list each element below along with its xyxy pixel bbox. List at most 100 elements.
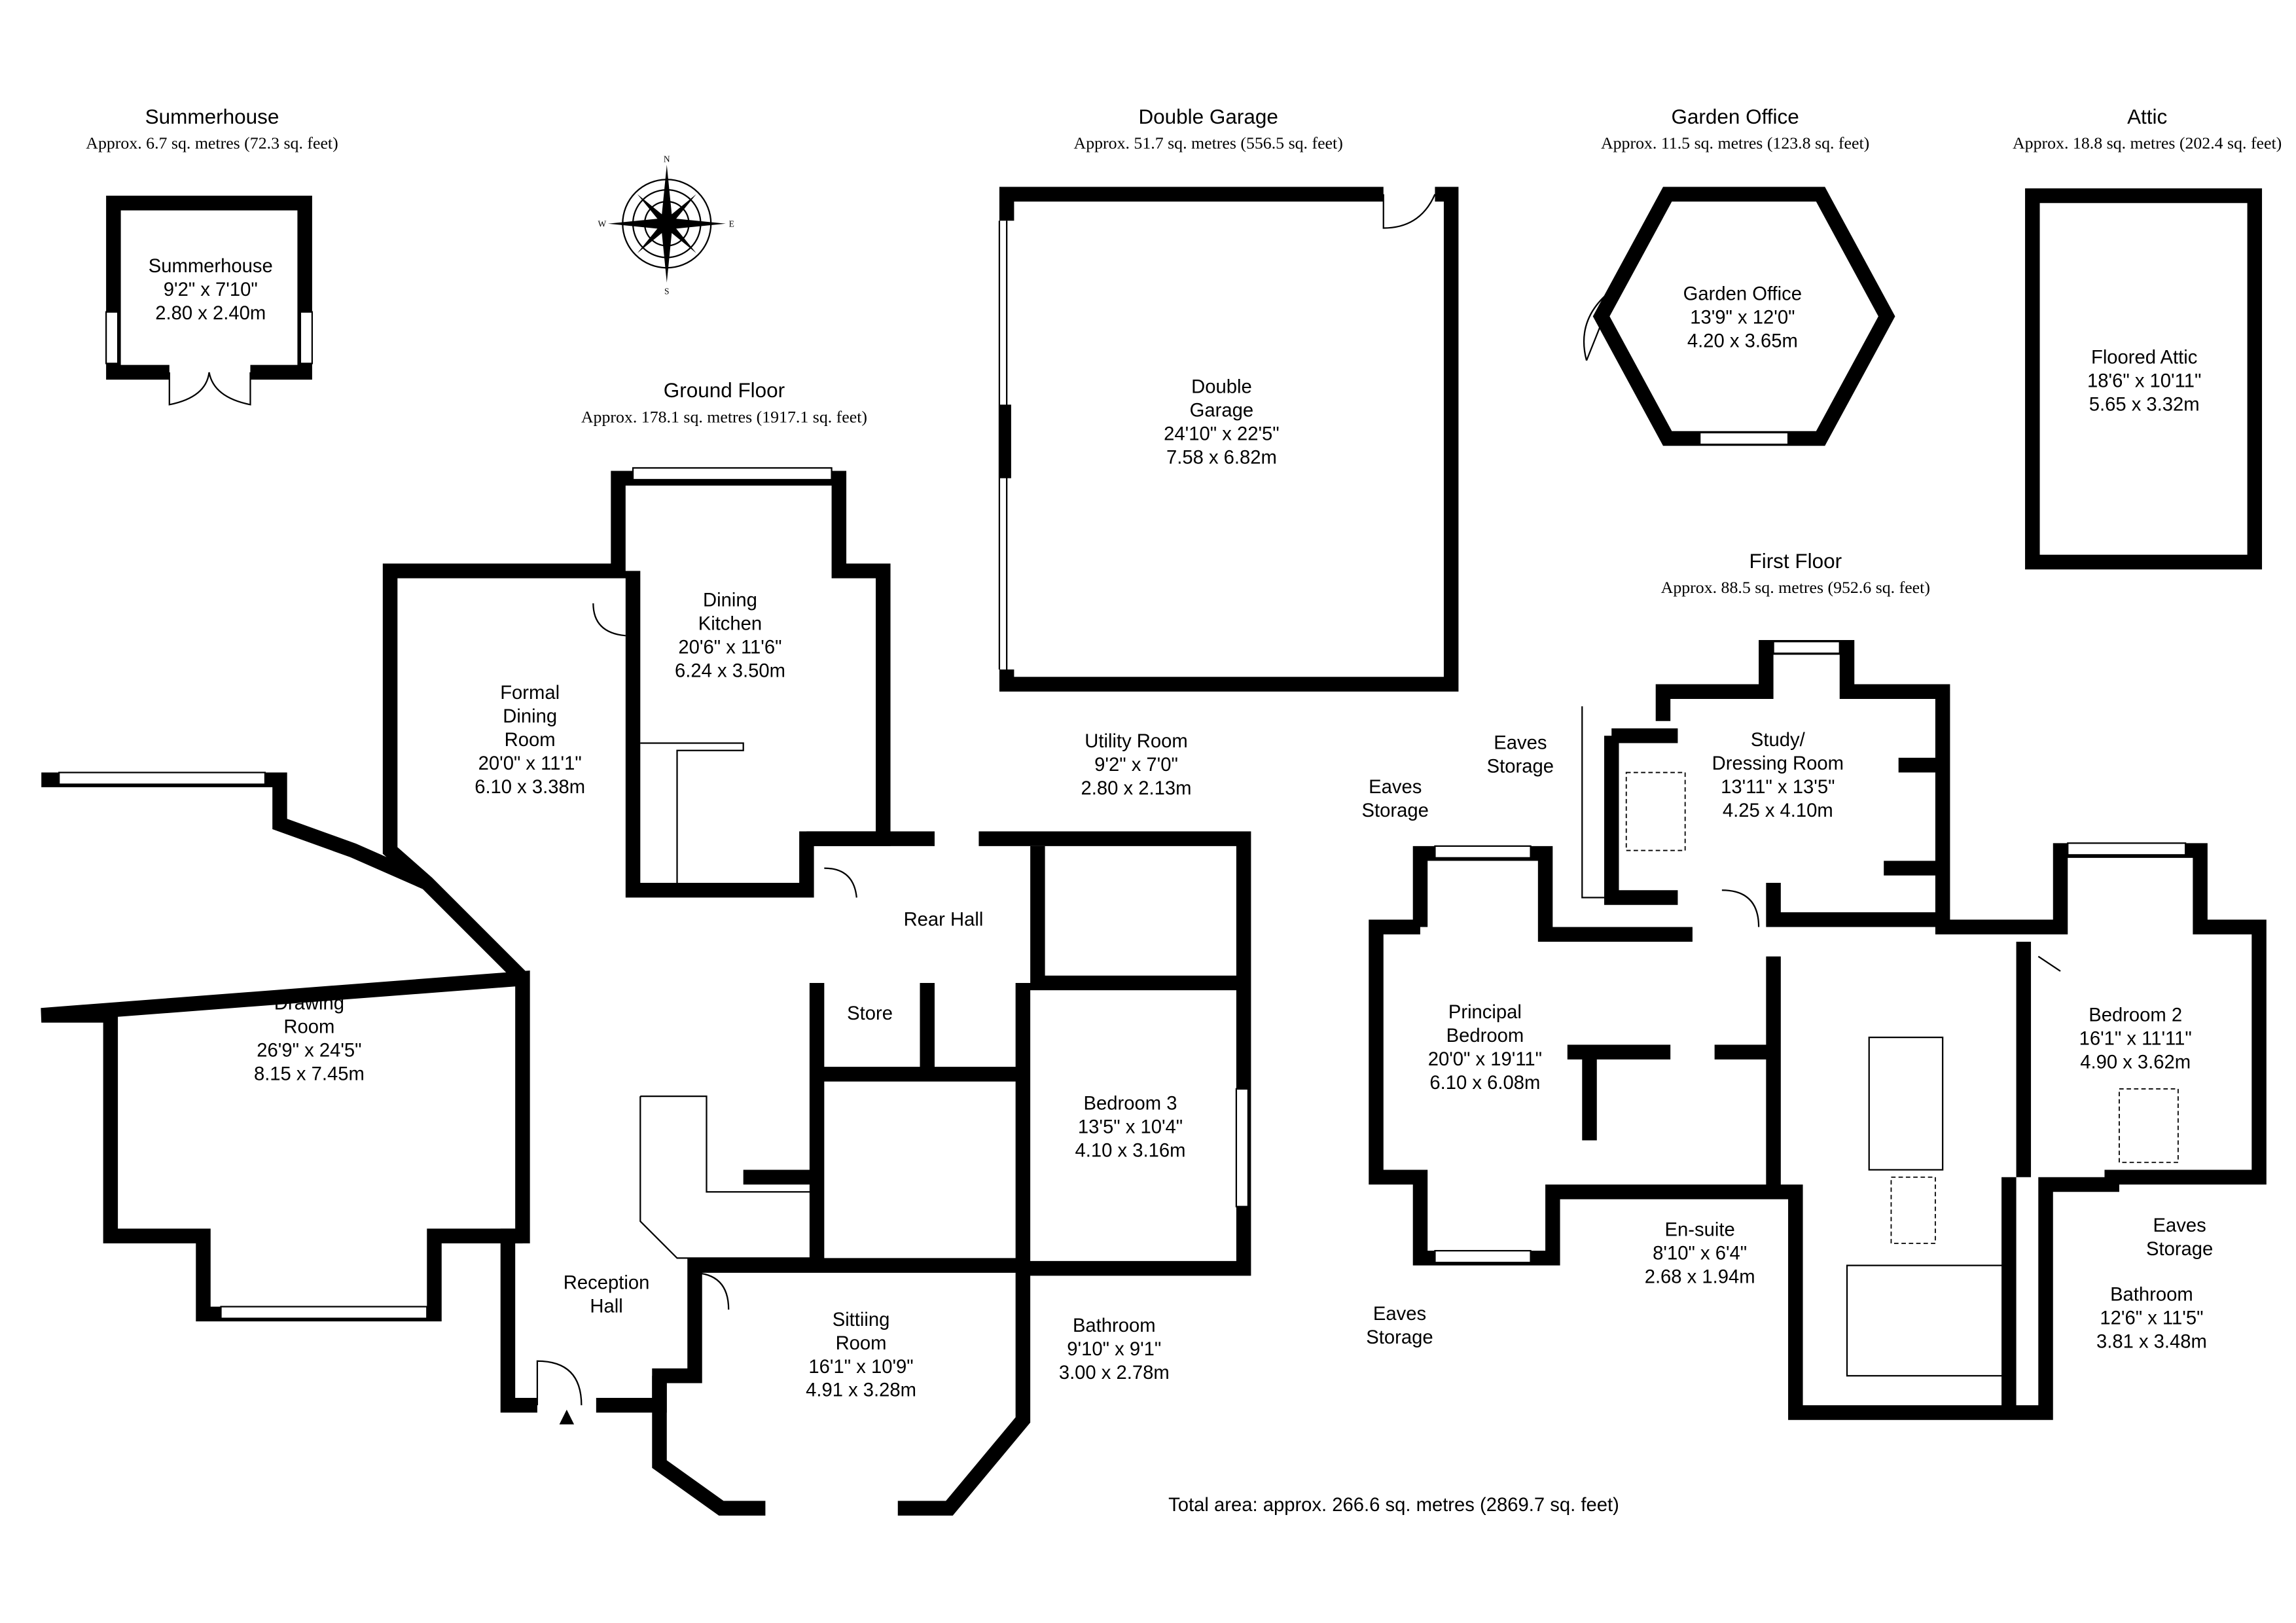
compass-w: W bbox=[598, 219, 606, 228]
room-label-line: 4.90 x 3.62m bbox=[2080, 1052, 2191, 1073]
room-label-line: Eaves bbox=[2153, 1215, 2206, 1236]
compass-e: E bbox=[729, 219, 734, 228]
room-label-rear-hall: Rear Hall bbox=[904, 909, 984, 930]
room-label-line: 6.24 x 3.50m bbox=[675, 660, 785, 681]
room-label-line: Garden Office bbox=[1683, 284, 1802, 305]
room-label-line: 7.58 x 6.82m bbox=[1166, 447, 1277, 468]
room-label-line: Storage bbox=[1487, 756, 1554, 777]
compass-n: N bbox=[664, 154, 670, 164]
room-label-line: 2.80 x 2.40m bbox=[155, 303, 266, 324]
room-label-line: Bedroom 2 bbox=[2089, 1005, 2182, 1026]
room-label-line: Summerhouse bbox=[149, 256, 273, 277]
room-label-line: 4.91 x 3.28m bbox=[806, 1380, 916, 1401]
room-label-line: 16'1" x 11'11" bbox=[2079, 1028, 2192, 1049]
room-label-line: Reception bbox=[564, 1273, 650, 1294]
room-label-line: Storage bbox=[2146, 1239, 2213, 1260]
room-label-line: Study/ bbox=[1751, 730, 1806, 751]
room-label-line: Storage bbox=[1362, 800, 1429, 821]
room-label-line: 12'6" x 11'5" bbox=[2100, 1308, 2203, 1329]
room-label-line: Hall bbox=[590, 1296, 622, 1317]
room-label-line: Bedroom 3 bbox=[1084, 1093, 1177, 1114]
room-label-line: Room bbox=[283, 1016, 334, 1037]
section-title-office: Garden Office bbox=[1671, 105, 1799, 128]
section-title-ground: Ground Floor bbox=[664, 379, 785, 402]
section-area-attic: Approx. 18.8 sq. metres (202.4 sq. feet) bbox=[2013, 134, 2282, 152]
room-label-line: 16'1" x 10'9" bbox=[808, 1357, 913, 1378]
room-label-line: Floored Attic bbox=[2091, 347, 2197, 368]
room-label-line: Bathroom bbox=[1073, 1315, 1156, 1336]
room-label-line: 6.10 x 6.08m bbox=[1429, 1073, 1540, 1094]
room-label-line: Utility Room bbox=[1085, 731, 1187, 752]
room-label-line: 2.80 x 2.13m bbox=[1081, 778, 1192, 799]
room-label-line: Double bbox=[1191, 376, 1252, 397]
room-label-line: 3.81 x 3.48m bbox=[2096, 1332, 2207, 1353]
attic-plan bbox=[2025, 188, 2263, 570]
room-label-line: 8.15 x 7.45m bbox=[254, 1063, 365, 1084]
summerhouse-plan bbox=[105, 196, 314, 406]
room-label-line: 8'10" x 6'4" bbox=[1653, 1243, 1747, 1264]
room-label-line: 4.25 x 4.10m bbox=[1723, 800, 1833, 821]
room-label-line: 2.68 x 1.94m bbox=[1645, 1267, 1755, 1288]
first-floor-plan bbox=[1369, 640, 2267, 1420]
room-label-line: Bathroom bbox=[2110, 1285, 2193, 1306]
room-label-line: Rear Hall bbox=[904, 909, 984, 930]
section-title-summerhouse: Summerhouse bbox=[145, 105, 279, 128]
section-area-first: Approx. 88.5 sq. metres (952.6 sq. feet) bbox=[1661, 578, 1930, 597]
compass-rose-icon: N S E W bbox=[598, 154, 734, 296]
room-label-line: Dining bbox=[703, 590, 757, 611]
compass-s: S bbox=[664, 287, 670, 296]
room-label-line: Principal bbox=[1448, 1002, 1522, 1023]
section-title-first: First Floor bbox=[1749, 550, 1842, 573]
room-label-line: Sittiing bbox=[833, 1310, 890, 1330]
room-label-line: Eaves bbox=[1373, 1304, 1426, 1325]
room-label-line: 20'0" x 19'11" bbox=[1428, 1049, 1542, 1070]
room-label-line: En-suite bbox=[1665, 1220, 1735, 1241]
room-label-line: 13'5" x 10'4" bbox=[1078, 1116, 1183, 1137]
room-label-line: 6.10 x 3.38m bbox=[475, 777, 585, 798]
section-area-ground: Approx. 178.1 sq. metres (1917.1 sq. fee… bbox=[581, 407, 867, 426]
room-label-line: Garage bbox=[1190, 400, 1253, 421]
ground-floor-plan bbox=[41, 467, 1251, 1516]
room-label-line: 4.20 x 3.65m bbox=[1687, 331, 1798, 352]
room-label-utility: Utility Room 9'2" x 7'0"2.80 x 2.13m bbox=[1081, 731, 1192, 799]
room-label-line: 18'6" x 10'11" bbox=[2087, 370, 2201, 391]
room-label-line: Eaves bbox=[1369, 777, 1422, 798]
room-label-line: Kitchen bbox=[698, 613, 762, 634]
room-label-line: Dining bbox=[503, 706, 557, 727]
room-label-line: Store bbox=[847, 1003, 893, 1024]
room-label-line: Room bbox=[505, 730, 556, 751]
room-label-line: 4.10 x 3.16m bbox=[1075, 1140, 1186, 1161]
section-title-garage: Double Garage bbox=[1138, 105, 1278, 128]
room-label-line: Dressing Room bbox=[1712, 753, 1844, 774]
room-label-store: Store bbox=[847, 1003, 893, 1024]
room-label-line: 24'10" x 22'5" bbox=[1164, 423, 1280, 444]
room-label-line: 9'2" x 7'0" bbox=[1094, 755, 1178, 776]
room-label-line: 5.65 x 3.32m bbox=[2089, 394, 2200, 415]
section-area-office: Approx. 11.5 sq. metres (123.8 sq. feet) bbox=[1601, 134, 1869, 152]
room-label-line: Bedroom bbox=[1446, 1026, 1524, 1046]
room-label-line: 9'2" x 7'10" bbox=[164, 279, 258, 300]
room-label-line: 13'9" x 12'0" bbox=[1690, 308, 1795, 329]
total-area: Total area: approx. 266.6 sq. metres (28… bbox=[1168, 1495, 1619, 1516]
room-label-line: 3.00 x 2.78m bbox=[1059, 1363, 1170, 1383]
